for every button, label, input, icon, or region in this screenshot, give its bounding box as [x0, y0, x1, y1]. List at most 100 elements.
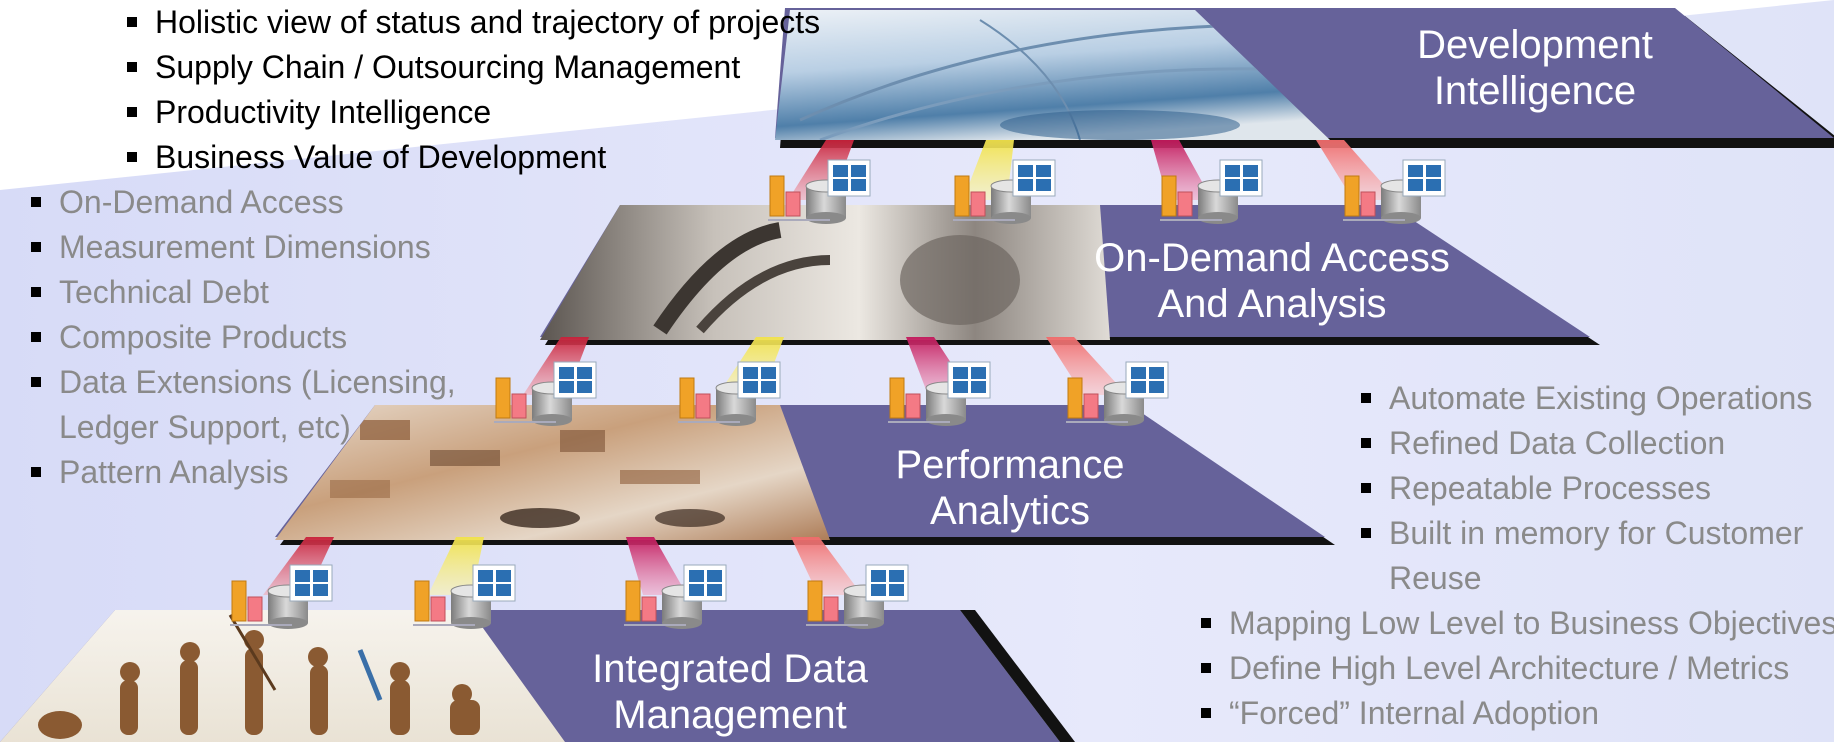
grid-icon: [889, 584, 904, 596]
grid-icon: [1408, 165, 1423, 177]
bar-chart-icon: [889, 377, 905, 419]
grid-icon: [871, 584, 886, 596]
bar-chart-icon: [823, 596, 839, 622]
bottom-bullet-item: “Forced” Internal Adoption: [1199, 691, 1834, 736]
bottom-bullet-list: Mapping Low Level to Business Objectives…: [1199, 601, 1834, 736]
grid-icon: [971, 367, 986, 379]
face-image: [540, 205, 1110, 340]
bar-chart-icon: [231, 580, 247, 622]
grid-icon: [559, 381, 574, 393]
bar-chart-icon: [1161, 175, 1177, 217]
top-bullet-item: Supply Chain / Outsourcing Management: [125, 45, 820, 90]
bar-chart-icon: [954, 175, 970, 217]
grid-icon: [833, 179, 848, 191]
grid-icon: [577, 381, 592, 393]
grid-icon: [851, 165, 866, 177]
database-icon: [662, 617, 702, 629]
database-icon: [806, 212, 846, 224]
left-bullet-item: Technical Debt: [29, 270, 549, 315]
tier-label-line2: Analytics: [930, 489, 1090, 533]
bar-chart-icon: [679, 377, 695, 419]
bar-chart-icon: [1344, 175, 1360, 217]
grid-icon: [313, 584, 328, 596]
grid-icon: [478, 570, 493, 582]
connector-beam: [791, 537, 862, 595]
top-bullet-item: Holistic view of status and trajectory o…: [125, 0, 820, 45]
bar-chart-icon: [905, 393, 921, 419]
grid-icon: [1426, 165, 1441, 177]
grid-icon: [971, 381, 986, 393]
bar-chart-icon: [1360, 191, 1376, 217]
database-icon: [926, 414, 966, 426]
left-bullet-item: Composite Products: [29, 315, 549, 360]
data-icon-cluster: [768, 159, 871, 224]
grid-icon: [1426, 179, 1441, 191]
database-icon: [844, 617, 884, 629]
left-bullet-item: Pattern Analysis: [29, 450, 549, 495]
database-icon: [1104, 414, 1144, 426]
data-icon-cluster: [1343, 159, 1446, 224]
right-bullet-item: Automate Existing Operations: [1359, 376, 1829, 421]
grid-icon: [496, 584, 511, 596]
tier-label-line2: Management: [613, 693, 846, 737]
bar-chart-icon: [511, 393, 527, 419]
grid-icon: [1018, 165, 1033, 177]
globe-image: [775, 10, 1330, 140]
grid-icon: [313, 570, 328, 582]
bottom-bullet-item: Define High Level Architecture / Metrics: [1199, 646, 1834, 691]
grid-icon: [295, 584, 310, 596]
grid-icon: [953, 381, 968, 393]
tier-label-line1: On-Demand Access: [1094, 236, 1450, 280]
bar-chart-icon: [970, 191, 986, 217]
bar-chart-icon: [1177, 191, 1193, 217]
grid-icon: [1036, 179, 1051, 191]
grid-icon: [889, 570, 904, 582]
tier-label-line1: Integrated Data: [592, 647, 868, 691]
connector-beam: [626, 537, 687, 595]
data-face-image: [275, 405, 830, 540]
connector-beam: [1316, 140, 1397, 200]
bar-chart-icon: [414, 580, 430, 622]
top-bullet-item: Business Value of Development: [125, 135, 820, 180]
grid-icon: [743, 381, 758, 393]
grid-icon: [871, 570, 886, 582]
grid-icon: [1018, 179, 1033, 191]
database-icon: [268, 617, 308, 629]
grid-icon: [689, 584, 704, 596]
data-icon-cluster: [1160, 159, 1263, 224]
data-icon-cluster: [230, 564, 333, 629]
grid-icon: [689, 570, 704, 582]
left-bullet-item: On-Demand Access: [29, 180, 549, 225]
grid-icon: [1149, 367, 1164, 379]
grid-icon: [1243, 165, 1258, 177]
tier-label-line2: And Analysis: [1157, 282, 1386, 326]
bar-chart-icon: [769, 175, 785, 217]
bar-chart-icon: [695, 393, 711, 419]
bar-chart-icon: [785, 191, 801, 217]
tier-development-intelligence: [775, 8, 1834, 148]
tier-slab-shadow: [960, 610, 1075, 742]
grid-icon: [1131, 381, 1146, 393]
tier-label-line1: Performance: [896, 443, 1125, 487]
connector-layer: [230, 140, 1446, 629]
database-icon: [716, 414, 756, 426]
tier-on-demand-access: [540, 205, 1600, 345]
right-bullet-list: Automate Existing Operations Refined Dat…: [1359, 376, 1829, 601]
bar-chart-icon: [641, 596, 657, 622]
bar-chart-icon: [807, 580, 823, 622]
grid-icon: [761, 381, 776, 393]
left-bullet-list: On-Demand Access Measurement Dimensions …: [29, 180, 549, 495]
grid-icon: [1149, 381, 1164, 393]
left-bullet-item: Measurement Dimensions: [29, 225, 549, 270]
left-bullet-item: Data Extensions (Licensing, Ledger Suppo…: [29, 360, 549, 450]
data-icon-cluster: [494, 361, 597, 426]
right-bullet-item: Refined Data Collection: [1359, 421, 1829, 466]
grid-icon: [577, 367, 592, 379]
grid-icon: [761, 367, 776, 379]
grid-icon: [1131, 367, 1146, 379]
tier-label-line1: Development: [1417, 23, 1653, 67]
database-icon: [991, 212, 1031, 224]
grid-icon: [707, 570, 722, 582]
tier-performance-analytics: [275, 405, 1335, 545]
tier-label-line2: Intelligence: [1434, 69, 1636, 113]
